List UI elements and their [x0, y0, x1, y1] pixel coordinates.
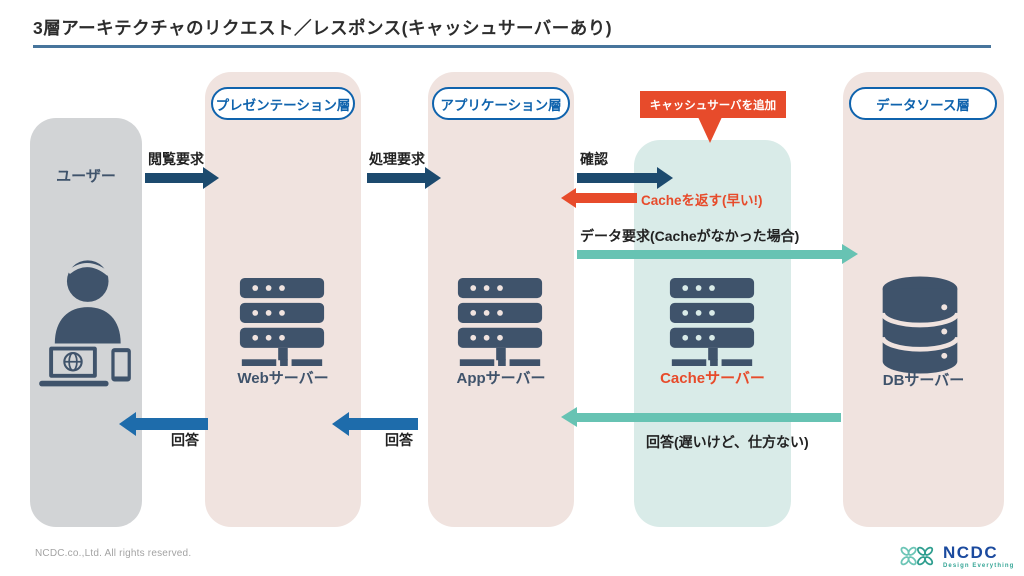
db-server-label: DBサーバー: [882, 372, 965, 389]
presentation-layer-column: [205, 72, 361, 527]
cache-server-label: Cacheサーバー: [660, 370, 765, 387]
browse-request-label: 閲覧要求: [148, 151, 204, 167]
cache-hit-arrow: [561, 188, 637, 208]
ncdc-logo-icon: [900, 546, 934, 566]
confirm-label: 確認: [580, 151, 608, 167]
app-server-icon: [457, 278, 543, 366]
db-response-arrow: [561, 407, 841, 427]
data-request-arrow: [577, 244, 858, 264]
application-layer-column: [428, 72, 574, 527]
logo-tagline-text: Design Everything: [943, 562, 1015, 569]
data-request-label: データ要求(Cacheがなかった場合): [580, 228, 800, 244]
application-layer-header: アプリケーション層: [432, 87, 570, 120]
copyright-text: NCDC.co.,Ltd. All rights reserved.: [35, 548, 192, 559]
web-server-label: Webサーバー: [237, 370, 329, 387]
callout-pointer-icon: [698, 117, 722, 143]
web-response-label: 回答: [171, 432, 199, 448]
database-icon: [880, 276, 960, 374]
app-response-label: 回答: [385, 432, 413, 448]
process-request-arrow: [367, 167, 441, 189]
user-label: ユーザー: [56, 168, 116, 185]
web-response-arrow: [119, 412, 208, 436]
title-underline: [33, 45, 991, 48]
page-title: 3層アーキテクチャのリクエスト／レスポンス(キャッシュサーバーあり): [33, 18, 613, 38]
cache-hit-label: Cacheを返す(早い!): [641, 193, 763, 208]
cache-server-icon: [669, 278, 755, 366]
process-request-label: 処理要求: [369, 151, 425, 167]
user-devices-icon: [39, 260, 134, 387]
db-response-label: 回答(遅いけど、仕方ない): [646, 434, 809, 450]
app-server-label: Appサーバー: [456, 370, 546, 387]
datasource-layer-header: データソース層: [849, 87, 997, 120]
web-server-icon: [239, 278, 325, 366]
presentation-layer-header: プレゼンテーション層: [211, 87, 355, 120]
cache-callout-badge: キャッシュサーバを追加: [640, 91, 786, 118]
browse-request-arrow: [145, 167, 219, 189]
ncdc-logo: NCDC Design Everything: [898, 541, 1014, 571]
app-response-arrow: [332, 412, 418, 436]
confirm-arrow: [577, 167, 673, 189]
logo-name-text: NCDC: [943, 542, 999, 562]
